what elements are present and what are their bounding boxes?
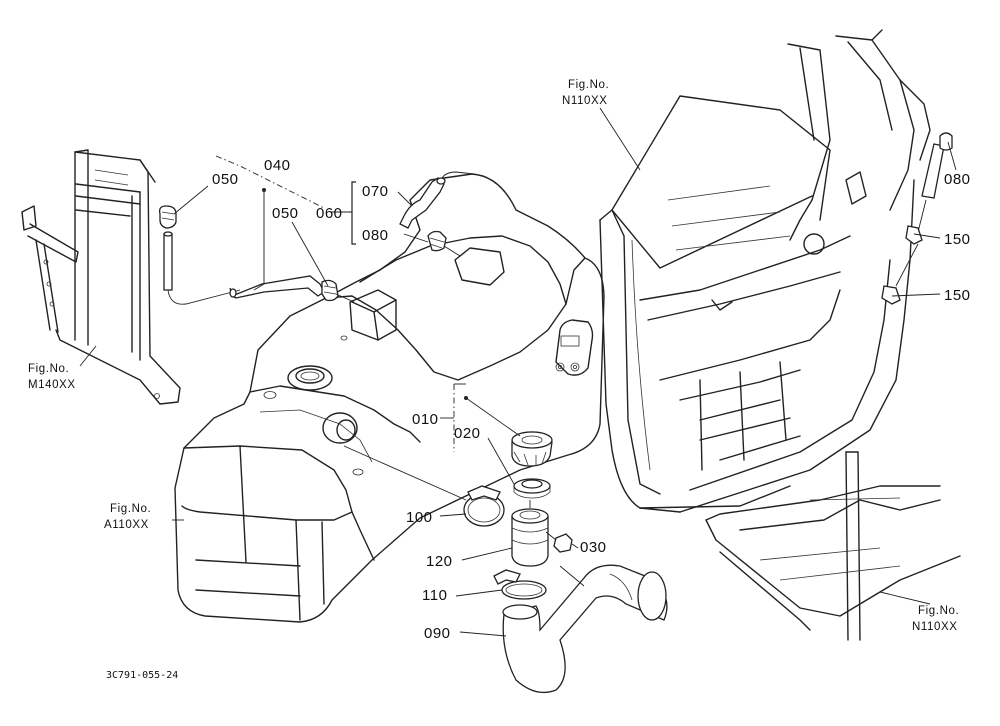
filler-components <box>463 431 668 694</box>
callout-150: 150 <box>944 231 971 248</box>
callout-090: 090 <box>424 625 451 642</box>
fig-ref-label: Fig.No. <box>918 605 959 617</box>
callout-030: 030 <box>580 539 607 556</box>
callout-020: 020 <box>454 425 481 442</box>
return-hose-assembly <box>158 205 355 305</box>
callout-050: 050 <box>212 171 239 188</box>
fig-ref-number: A110XX <box>104 519 149 531</box>
figure-references: Fig.No. N110XX Fig.No. M140XX Fig.No. A1… <box>28 79 959 633</box>
fuel-tank <box>174 173 605 623</box>
fig-ref-label: Fig.No. <box>568 79 609 91</box>
diagram-code: 3C791-055-24 <box>106 670 178 681</box>
callout-080: 080 <box>362 227 389 244</box>
callout-010: 010 <box>412 411 439 428</box>
fig-ref-number: N110XX <box>562 95 608 107</box>
fig-ref-number: M140XX <box>28 379 76 391</box>
callout-070: 070 <box>362 183 389 200</box>
bracket-frame <box>21 149 181 405</box>
leader-lines <box>79 107 957 637</box>
fig-ref-number: N110XX <box>912 621 958 633</box>
callout-060: 060 <box>316 205 343 222</box>
fig-ref-label: Fig.No. <box>28 363 69 375</box>
callout-040: 040 <box>264 157 291 174</box>
callout-050: 050 <box>272 205 299 222</box>
callout-labels: 050 040 050 060 070 080 010 020 100 120 … <box>212 157 971 642</box>
breather-hose-assembly <box>399 171 475 257</box>
callout-120: 120 <box>426 553 453 570</box>
callout-100: 100 <box>406 509 433 526</box>
callout-150: 150 <box>944 287 971 304</box>
callout-110: 110 <box>422 587 447 604</box>
callout-080: 080 <box>944 171 971 188</box>
fig-ref-label: Fig.No. <box>110 503 151 515</box>
seat-frame <box>599 29 961 641</box>
